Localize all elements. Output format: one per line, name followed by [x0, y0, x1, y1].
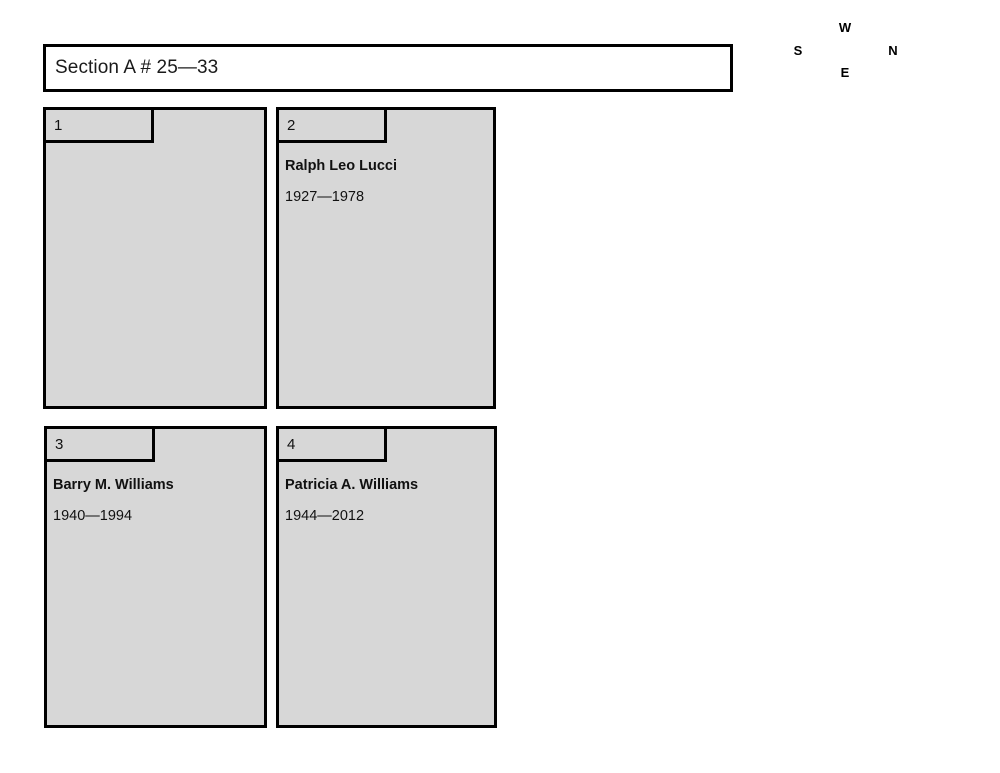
- compass-rose: W S N E: [780, 16, 910, 90]
- plot-3-number-badge[interactable]: 3: [44, 426, 155, 462]
- plot-4-body: Patricia A. Williams 1944—2012: [279, 465, 494, 725]
- plot-1-number-badge[interactable]: 1: [43, 107, 154, 143]
- plot-2-number-badge[interactable]: 2: [276, 107, 387, 143]
- plot-1-number: 1: [54, 116, 63, 134]
- plot-1[interactable]: 1: [43, 107, 267, 409]
- plot-3-number: 3: [55, 435, 64, 453]
- compass-north-label: N: [888, 43, 898, 58]
- plot-3-body: Barry M. Williams 1940—1994: [47, 465, 264, 725]
- plot-4[interactable]: 4 Patricia A. Williams 1944—2012: [276, 426, 497, 728]
- plot-4-dates: 1944—2012: [285, 507, 365, 524]
- section-header-box[interactable]: Section A # 25—33: [43, 44, 733, 92]
- plot-4-number-badge[interactable]: 4: [276, 426, 387, 462]
- plot-4-name: Patricia A. Williams: [285, 477, 419, 493]
- plot-1-body: [46, 146, 264, 406]
- plot-4-number: 4: [287, 435, 296, 453]
- compass-south-label: S: [793, 43, 803, 58]
- plot-2[interactable]: 2 Ralph Leo Lucci 1927—1978: [276, 107, 496, 409]
- compass-east-label: E: [840, 65, 850, 80]
- plot-2-dates: 1927—1978: [285, 188, 365, 205]
- plot-2-name: Ralph Leo Lucci: [285, 158, 397, 174]
- section-title: Section A # 25—33: [55, 57, 219, 78]
- plot-2-body: Ralph Leo Lucci 1927—1978: [279, 146, 493, 406]
- plot-2-number: 2: [287, 116, 296, 134]
- compass-west-label: W: [838, 20, 852, 35]
- plot-3-name: Barry M. Williams: [53, 477, 174, 493]
- plot-3[interactable]: 3 Barry M. Williams 1940—1994: [44, 426, 267, 728]
- plot-3-dates: 1940—1994: [53, 507, 133, 524]
